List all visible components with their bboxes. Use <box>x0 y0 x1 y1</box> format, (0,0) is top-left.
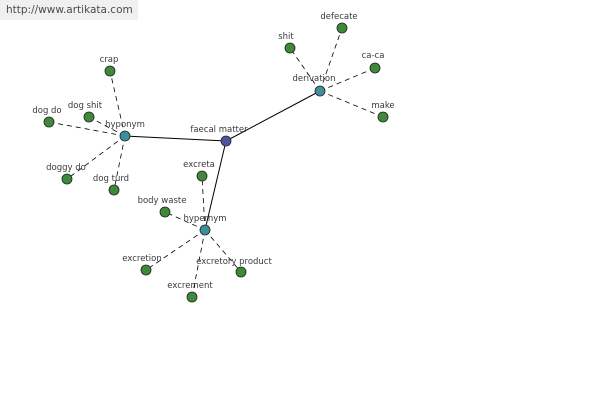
leaf-node-crap[interactable]: crap <box>100 55 119 77</box>
leaf-node-ca-ca[interactable]: ca-ca <box>362 51 385 74</box>
edge-derivation-shit <box>289 47 321 92</box>
leaf-node-excrement[interactable]: excrement <box>167 281 213 303</box>
leaf-node-circle[interactable] <box>369 62 381 74</box>
watermark-url: http://www.artikata.com <box>6 4 133 16</box>
leaf-node-circle[interactable] <box>196 170 208 182</box>
edge-hyponym-crap <box>109 70 126 137</box>
leaf-node-circle[interactable] <box>186 291 198 303</box>
leaf-node-label: excretory product <box>196 257 272 267</box>
leaf-node-excretory-product[interactable]: excretory product <box>196 257 272 278</box>
leaf-node-circle[interactable] <box>377 111 389 123</box>
center-node-label: faecal matter <box>190 125 248 135</box>
leaf-node-defecate[interactable]: defecate <box>320 12 358 34</box>
leaf-node-doggy-do[interactable]: doggy do <box>46 163 86 185</box>
relation-node-circle[interactable] <box>199 224 211 236</box>
edge-hypernym-excreta <box>201 175 206 231</box>
leaf-node-circle[interactable] <box>336 22 348 34</box>
leaf-node-circle[interactable] <box>140 264 152 276</box>
leaf-node-circle[interactable] <box>43 116 55 128</box>
edge-faecal-matter-derivation <box>225 90 321 142</box>
leaf-node-dog-shit[interactable]: dog shit <box>68 101 103 123</box>
leaf-node-label: excretion <box>122 254 161 264</box>
edge-faecal-matter-hyponym <box>124 135 227 142</box>
relation-node-derivation[interactable]: derivation <box>292 74 336 97</box>
leaf-node-circle[interactable] <box>83 111 95 123</box>
leaf-node-dog-turd[interactable]: dog turd <box>93 174 129 196</box>
edge-hypernym-excrement <box>191 229 206 298</box>
leaf-node-label: dog do <box>32 106 61 116</box>
edge-hyponym-dog-shit <box>88 116 126 137</box>
watermark: http://www.artikata.com <box>0 0 138 20</box>
edge-derivation-ca-ca <box>319 67 376 92</box>
leaf-node-circle[interactable] <box>108 184 120 196</box>
leaf-node-label: ca-ca <box>362 51 385 61</box>
leaf-node-label: dog turd <box>93 174 129 184</box>
edge-hypernym-body-waste <box>164 211 206 231</box>
leaf-node-circle[interactable] <box>159 206 171 218</box>
edge-hyponym-doggy-do <box>66 135 126 180</box>
relation-node-hyponym[interactable]: hyponym <box>105 120 145 142</box>
center-node-faecal-matter[interactable]: faecal matter <box>190 125 248 147</box>
leaf-node-excretion[interactable]: excretion <box>122 254 162 276</box>
leaf-node-circle[interactable] <box>284 42 296 54</box>
edge-hyponym-dog-do <box>48 121 126 137</box>
edge-derivation-make <box>319 90 384 118</box>
leaf-node-label: make <box>371 101 394 111</box>
leaf-node-label: dog shit <box>68 101 103 111</box>
relation-node-label: hyponym <box>105 120 145 130</box>
leaf-node-label: shit <box>278 32 294 42</box>
relation-node-circle[interactable] <box>119 130 131 142</box>
leaf-node-label: excrement <box>167 281 213 291</box>
edges <box>48 27 384 298</box>
leaf-node-label: excreta <box>183 160 215 170</box>
leaf-node-dog-do[interactable]: dog do <box>32 106 62 128</box>
center-node-circle[interactable] <box>220 135 232 147</box>
edge-faecal-matter-hypernym <box>204 140 227 231</box>
edge-hyponym-dog-turd <box>113 135 126 191</box>
leaf-node-shit[interactable]: shit <box>278 32 296 54</box>
relation-node-circle[interactable] <box>314 85 326 97</box>
leaf-node-label: crap <box>100 55 119 65</box>
leaf-node-excreta[interactable]: excreta <box>183 160 215 182</box>
edge-hypernym-excretory-product <box>204 229 242 273</box>
nodes: shit defecate ca-ca make crap dog shit dog do d… <box>32 12 395 303</box>
leaf-node-label: body waste <box>138 196 187 206</box>
edge-derivation-defecate <box>319 27 343 92</box>
leaf-node-make[interactable]: make <box>371 101 395 123</box>
edge-hypernym-excretion <box>145 229 206 271</box>
leaf-node-circle[interactable] <box>235 266 247 278</box>
leaf-node-label: doggy do <box>46 163 86 173</box>
relation-node-hypernym[interactable]: hypernym <box>183 214 227 236</box>
leaf-node-circle[interactable] <box>61 173 73 185</box>
relation-node-label: hypernym <box>183 214 226 224</box>
leaf-node-body-waste[interactable]: body waste <box>138 196 187 218</box>
leaf-node-circle[interactable] <box>104 65 116 77</box>
leaf-node-label: defecate <box>320 12 357 22</box>
relation-node-label: derivation <box>292 74 335 84</box>
